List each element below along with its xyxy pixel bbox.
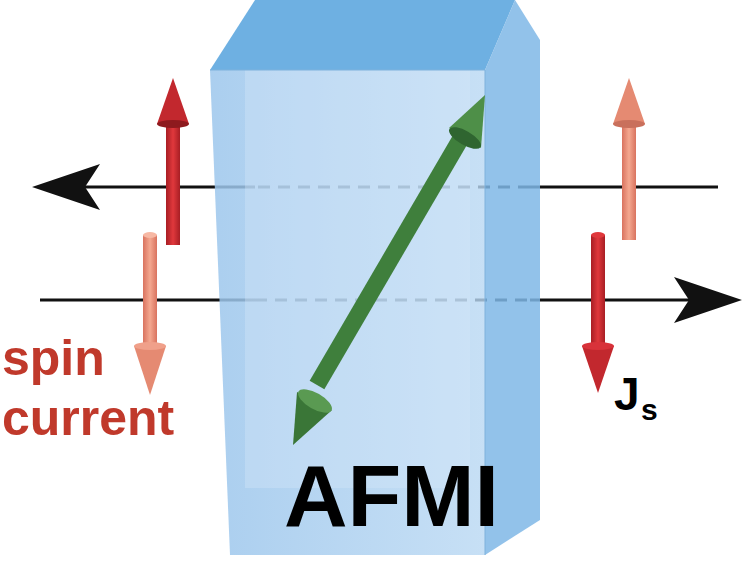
spin-down-arrow: [134, 232, 166, 395]
spin-up-arrow: [157, 78, 189, 245]
neel-vector: [293, 95, 485, 445]
prism-box: AFMI: [205, 0, 550, 568]
spin-down-arrow: [582, 232, 614, 393]
material-label: AFMI: [256, 452, 499, 540]
spin-up-arrow: [613, 78, 645, 240]
current-symbol: J: [614, 368, 640, 420]
current-subscript: s: [641, 392, 658, 428]
spin-current-label: spin current: [2, 328, 217, 448]
